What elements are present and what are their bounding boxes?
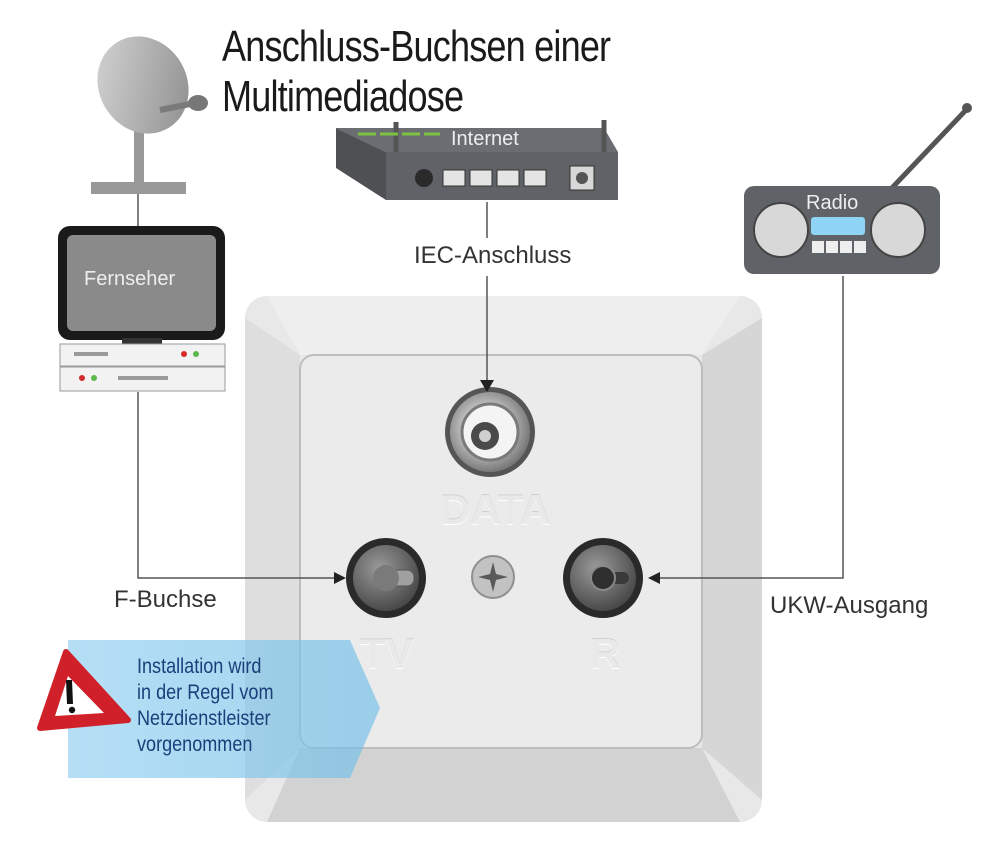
warning-line: vorgenommen [137,733,253,756]
warning-icon [37,649,131,731]
radio-label: Radio [806,192,859,214]
tv-socket [346,538,426,618]
warning-text: Installation wird in der Regel vom Netzd… [137,654,309,758]
warning-line: Netzdienstleister [137,707,271,730]
receiver-icon [59,343,226,392]
radio-icon [744,103,972,274]
tv-socket-label: TV [360,630,414,677]
iec-connection-label: IEC-Anschluss [414,242,572,269]
data-socket-label: DATA [440,486,551,533]
arrowheads [334,380,660,584]
ukw-output-label: UKW-Ausgang [770,592,929,619]
router-label: Internet [451,128,519,150]
warning-line: Installation wird [137,655,262,678]
data-socket [445,387,535,477]
radio-socket-label: R [590,630,621,677]
f-socket-label: F-Buchse [114,586,217,613]
tv-icon [58,226,225,346]
connection-lines [137,202,844,579]
warning-line: in der Regel vom [137,681,274,704]
warning-band [68,640,380,778]
radio-socket [563,538,643,618]
screw [471,555,515,599]
satellite-dish-icon [91,36,208,194]
diagram-title: Anschluss-Buchsen einer Multimediadose [222,22,611,121]
router-icon [336,120,618,200]
tv-label: Fernseher [84,268,176,290]
